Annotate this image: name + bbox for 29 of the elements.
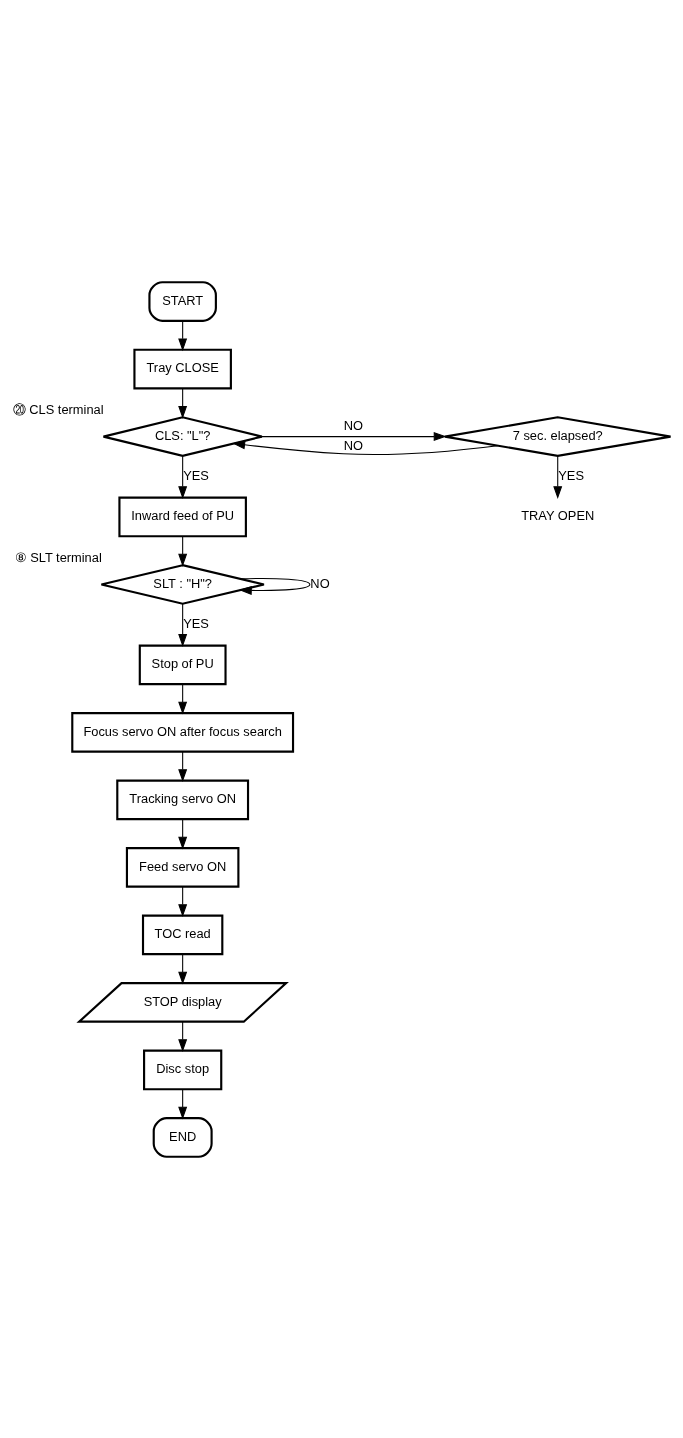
edge-label: YES (558, 467, 584, 483)
edge-label: NO (343, 417, 363, 433)
edge-label: YES (183, 467, 209, 483)
arrow (178, 603, 188, 647)
node-diamond: 7 sec. elapsed? (443, 415, 672, 457)
node-text: TRAY OPEN (521, 507, 595, 523)
node-diamond: SLT : "H"? (100, 563, 265, 605)
node-box: TOC read (141, 914, 224, 955)
node-label: ⑧ SLT terminal (14, 549, 102, 565)
node-box: END (152, 1116, 213, 1158)
edge-label: NO (343, 437, 363, 453)
arrow (261, 431, 447, 441)
node-box: Feed servo ON (125, 846, 240, 888)
edge-label: YES (183, 615, 209, 631)
arrow (232, 439, 499, 455)
edge-label: NO (310, 575, 330, 591)
node-box: Tray CLOSE (133, 348, 232, 389)
arrow (553, 455, 563, 499)
node-diamond: CLS: "L"? (102, 415, 263, 457)
node-box: Disc stop (143, 1049, 223, 1090)
arrow (178, 455, 188, 499)
node-box: START (148, 280, 217, 322)
node-label: ⑳ CLS terminal (12, 401, 104, 417)
node-box: Tracking servo ON (116, 779, 250, 820)
node-box: Stop of PU (138, 644, 227, 685)
node-box: Inward feed of PU (118, 496, 247, 537)
node-box: Focus servo ON after focus search (71, 711, 295, 753)
arrow (178, 683, 188, 715)
arrow (238, 577, 311, 595)
